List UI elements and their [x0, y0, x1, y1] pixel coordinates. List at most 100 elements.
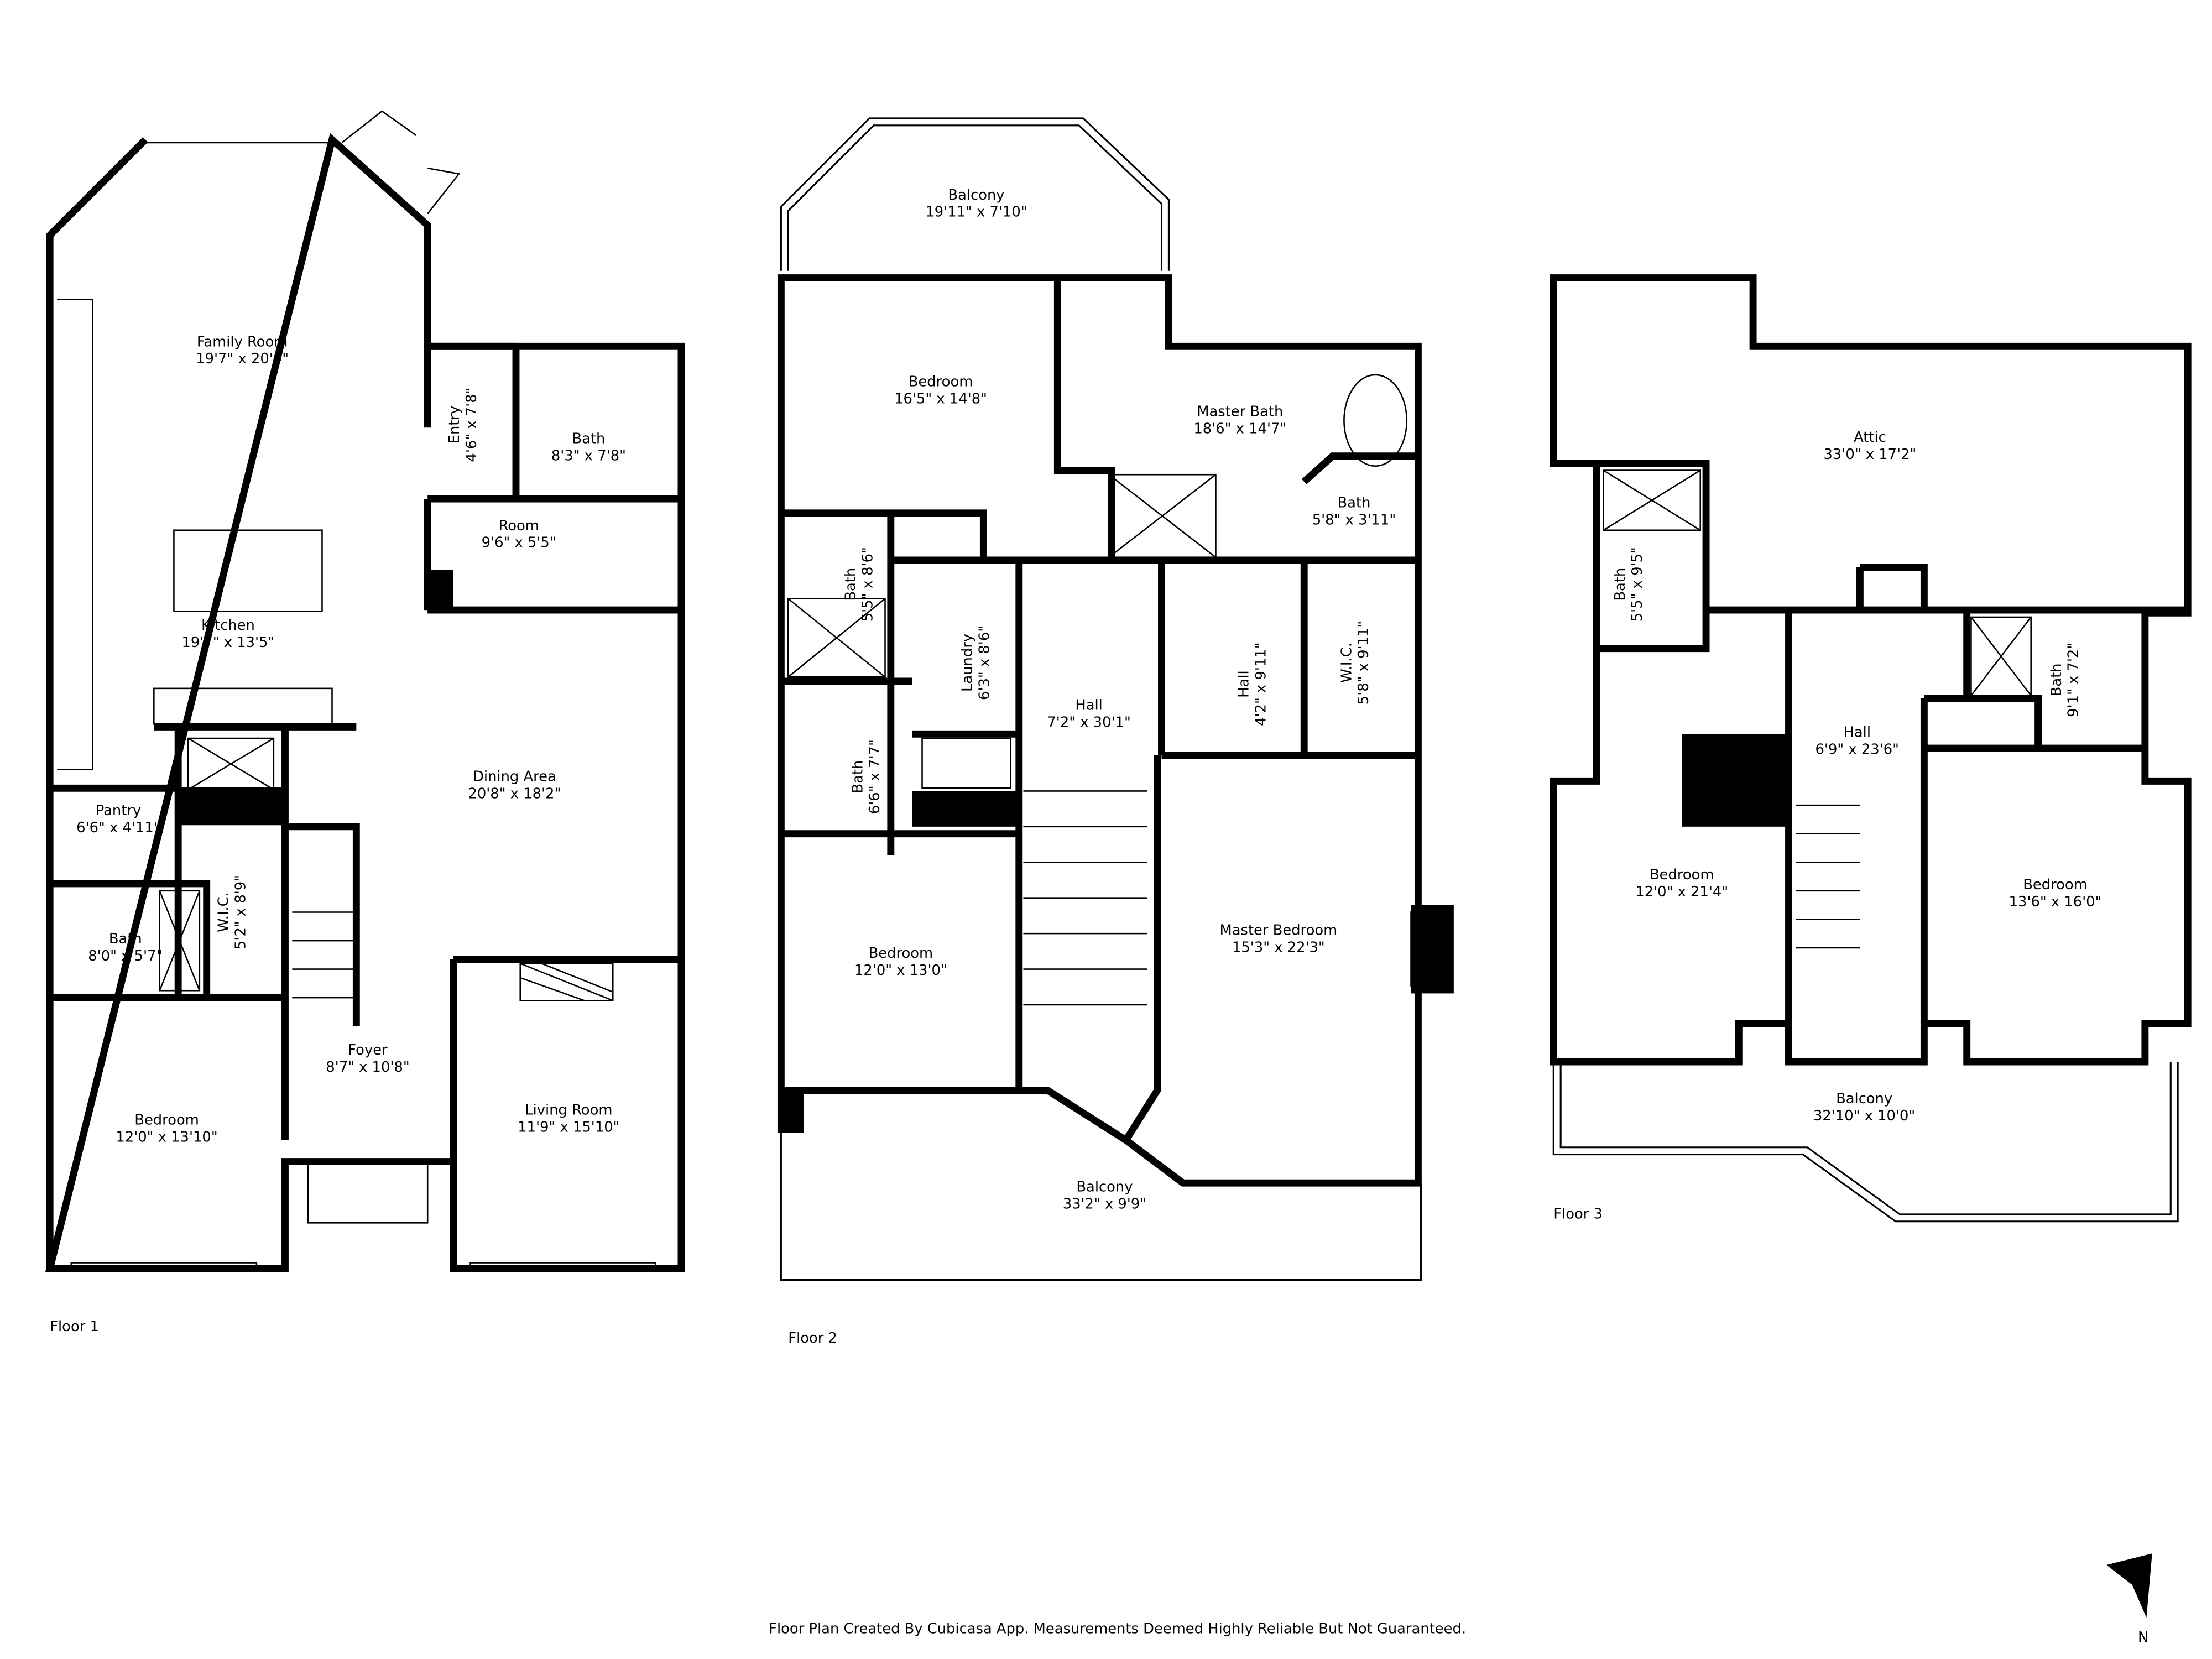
room-dimensions: 11'9" x 15'10" [518, 1119, 619, 1135]
room-name: Bath [1612, 568, 1629, 601]
footer-disclaimer: Floor Plan Created By Cubicasa App. Meas… [769, 1621, 1466, 1637]
floor-2-plan [777, 117, 1454, 1281]
room-dimensions: 12'0" x 13'0" [854, 962, 947, 979]
room-name: Bath [842, 568, 859, 601]
room-name: Attic [1854, 429, 1886, 446]
room-name: Dining Area [473, 768, 556, 785]
room-dimensions: 18'6" x 14'7" [1193, 421, 1286, 437]
room-name: Hall [1844, 724, 1871, 740]
room-dimensions: 5'2" x 8'9" [232, 875, 249, 950]
room-dimensions: 5'5" x 9'5" [1629, 547, 1646, 622]
room-name: Balcony [948, 187, 1004, 204]
room-name: Master Bedroom [1219, 922, 1337, 939]
room-name: W.I.C. [1338, 643, 1355, 683]
room-name: Entry [446, 406, 463, 444]
room-dimensions: 6'6" x 4'11" [76, 820, 160, 836]
room-name: Bath [572, 431, 605, 447]
room-dimensions: 19'11" x 7'10" [925, 204, 1027, 221]
floor-label: Floor 3 [1553, 1206, 1603, 1223]
room-dimensions: 33'2" x 9'9" [1063, 1196, 1146, 1213]
room-label: W.I.C.5'2" x 8'9" [215, 875, 249, 950]
room-dimensions: 5'8" x 9'11" [1355, 621, 1372, 705]
room-name: Balcony [1836, 1091, 1892, 1107]
room-dimensions: 4'6" x 7'8" [463, 388, 480, 462]
room-dimensions: 32'10" x 10'0" [1813, 1108, 1915, 1124]
room-name: Hall [1236, 670, 1253, 697]
room-name: Bedroom [1650, 867, 1714, 883]
room-dimensions: 33'0" x 17'2" [1824, 446, 1917, 463]
room-name: Bedroom [2023, 877, 2088, 893]
room-dimensions: 12'0" x 21'4" [1635, 884, 1728, 900]
room-dimensions: 13'6" x 16'0" [2009, 894, 2102, 910]
room-dimensions: 8'0" x 5'7" [88, 948, 163, 964]
room-dimensions: 19'7" x 20'4" [196, 351, 289, 367]
room-dimensions: 20'8" x 18'2" [468, 785, 561, 802]
room-dimensions: 12'0" x 13'10" [116, 1129, 217, 1145]
room-name: Kitchen [201, 617, 255, 634]
room-name: Bath [849, 760, 866, 794]
room-dimensions: 5'8" x 3'11" [1312, 512, 1396, 528]
room-name: Balcony [1076, 1179, 1133, 1196]
room-name: Foyer [348, 1042, 388, 1058]
north-arrow-icon [2106, 1553, 2152, 1618]
room-dimensions: 6'6" x 7'7" [867, 739, 883, 814]
room-name: W.I.C. [215, 892, 232, 932]
room-name: Family Room [197, 333, 288, 350]
room-name: Master Bath [1197, 404, 1283, 420]
room-name: Bath [109, 931, 142, 947]
room-dimensions: 9'1" x 7'2" [2065, 643, 2082, 717]
room-dimensions: 8'7" x 10'8" [326, 1059, 409, 1076]
room-dimensions: 8'3" x 7'8" [551, 447, 626, 464]
room-dimensions: 9'6" x 5'5" [482, 535, 556, 551]
room-dimensions: 19'7" x 13'5" [181, 634, 274, 651]
room-name: Hall [1075, 697, 1102, 714]
room-dimensions: 6'9" x 23'6" [1815, 741, 1899, 758]
floor-3-plan [1550, 274, 2192, 1223]
room-name: Bedroom [909, 373, 973, 390]
room-name: Pantry [96, 802, 141, 819]
room-dimensions: 15'3" x 22'3" [1232, 940, 1325, 956]
room-name: Bath [1338, 495, 1371, 512]
floor-label: Floor 1 [50, 1318, 99, 1335]
room-dimensions: 7'2" x 30'1" [1047, 714, 1130, 731]
room-dimensions: 5'5" x 8'6" [859, 547, 876, 622]
room-name: Bedroom [134, 1112, 199, 1129]
room-name: Laundry [959, 634, 976, 692]
room-name: Living Room [525, 1102, 612, 1118]
floor-label: Floor 2 [788, 1330, 837, 1347]
compass-label: N [2138, 1629, 2148, 1646]
floor-1-plan [45, 110, 685, 1272]
room-name: Bedroom [869, 945, 933, 962]
room-dimensions: 16'5" x 14'8" [894, 390, 987, 407]
room-name: Room [498, 518, 539, 534]
